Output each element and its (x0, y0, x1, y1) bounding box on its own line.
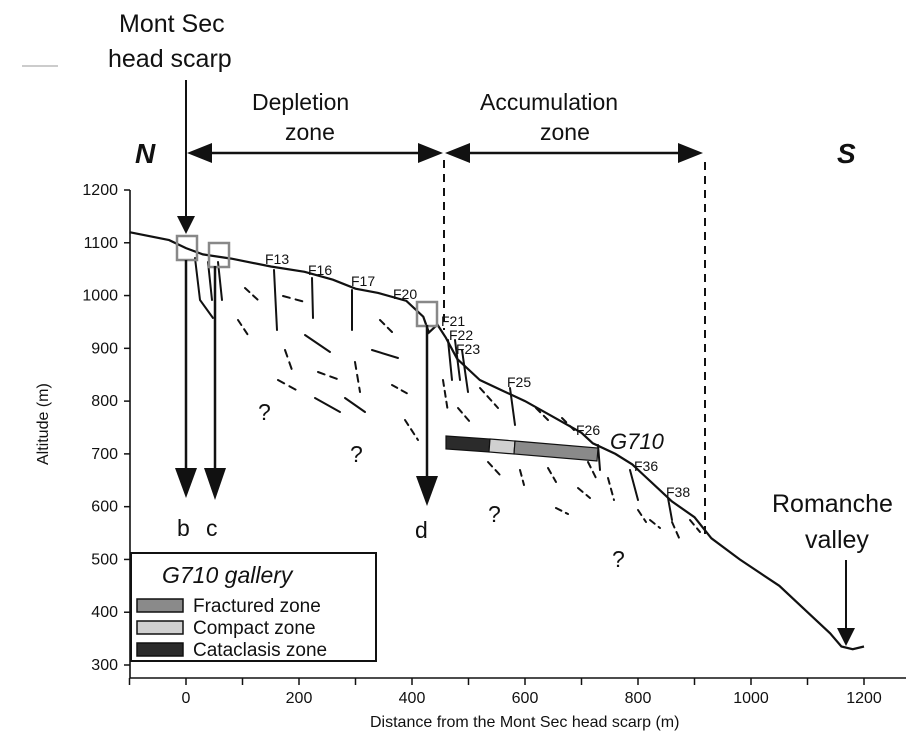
valley-label-line2: valley (805, 526, 869, 554)
y-axis-label: Altitude (m) (35, 383, 52, 465)
y-tick-label: 500 (91, 551, 118, 568)
fault-label-f23: F23 (456, 341, 480, 357)
zone-boundary-lines (443, 160, 706, 535)
fault-label-f16: F16 (308, 262, 332, 278)
y-tick-label: 800 (91, 393, 118, 410)
question-mark-4: ? (612, 546, 625, 572)
view-arrowheads (175, 468, 438, 506)
y-tick-label: 1200 (82, 182, 118, 199)
fault-label-f25: F25 (507, 374, 531, 390)
fault-label-f22: F22 (449, 327, 473, 343)
slope-profile-line (129, 231, 865, 651)
head-scarp-label-line1: Mont Sec (119, 10, 225, 38)
x-tick-label: 1200 (846, 690, 882, 707)
y-tick-label: 600 (91, 499, 118, 516)
legend-swatch-cataclasis (136, 642, 184, 657)
fault-label-f20: F20 (393, 286, 417, 302)
x-axis-ticks: 0 200 400 600 800 1000 1200 (128, 678, 882, 707)
y-tick-label: 700 (91, 446, 118, 463)
fault-label-f17: F17 (351, 273, 375, 289)
legend-label-cataclasis: Cataclasis zone (193, 640, 327, 661)
accumulation-label-line2: zone (540, 119, 590, 145)
head-scarp-label-line2: head scarp (108, 45, 232, 73)
x-tick-label: 1000 (733, 690, 769, 707)
legend-title: G710 gallery (162, 562, 294, 588)
view-box-c (207, 241, 231, 269)
north-label: N (135, 138, 156, 169)
fault-labels: F13 F16 F17 F20 F21 F22 F23 F25 F26 F36 … (265, 251, 690, 500)
legend-label-fractured: Fractured zone (193, 596, 321, 617)
fault-label-f21: F21 (441, 313, 465, 329)
fracture-lines (194, 257, 701, 541)
depletion-label-line1: Depletion (252, 89, 349, 115)
x-tick-label: 0 (182, 690, 191, 707)
legend-swatch-fractured (136, 598, 184, 613)
g710-gallery-bar (445, 435, 599, 462)
legend: G710 gallery Fractured zone Compact zone… (130, 552, 377, 662)
south-label: S (837, 138, 856, 169)
x-tick-label: 400 (399, 690, 426, 707)
x-axis-label: Distance from the Mont Sec head scarp (m… (370, 714, 679, 731)
valley-label-line1: Romanche (772, 490, 893, 518)
fault-label-f36: F36 (634, 458, 658, 474)
view-arrows (184, 260, 429, 490)
valley-arrowhead (837, 628, 855, 646)
y-tick-label: 400 (91, 604, 118, 621)
depletion-label-line2: zone (285, 119, 335, 145)
legend-label-compact: Compact zone (193, 618, 316, 639)
y-axis-ticks: 300 400 500 600 700 800 900 1000 1100 1200 (82, 182, 130, 674)
legend-swatch-compact (136, 620, 184, 635)
x-tick-label: 600 (512, 690, 539, 707)
y-tick-label: 1000 (82, 288, 118, 305)
gallery-label: G710 (610, 429, 665, 454)
y-tick-label: 1100 (84, 235, 119, 252)
x-tick-label: 800 (625, 690, 652, 707)
view-label-d: d (415, 517, 428, 543)
x-tick-label: 200 (286, 690, 313, 707)
y-tick-label: 900 (91, 340, 118, 357)
question-mark-3: ? (488, 501, 501, 527)
fault-label-f38: F38 (666, 484, 690, 500)
fault-label-f13: F13 (265, 251, 289, 267)
question-mark-1: ? (258, 399, 271, 425)
head-scarp-arrowhead (177, 216, 195, 234)
y-tick-label: 300 (91, 657, 118, 674)
question-marks: ? ? ? ? (258, 399, 625, 572)
fault-label-f26: F26 (576, 422, 600, 438)
view-label-b: b (177, 515, 190, 541)
view-label-c: c (206, 515, 218, 541)
zone-arrowheads (187, 143, 703, 163)
accumulation-label-line1: Accumulation (480, 89, 618, 115)
question-mark-2: ? (350, 441, 363, 467)
